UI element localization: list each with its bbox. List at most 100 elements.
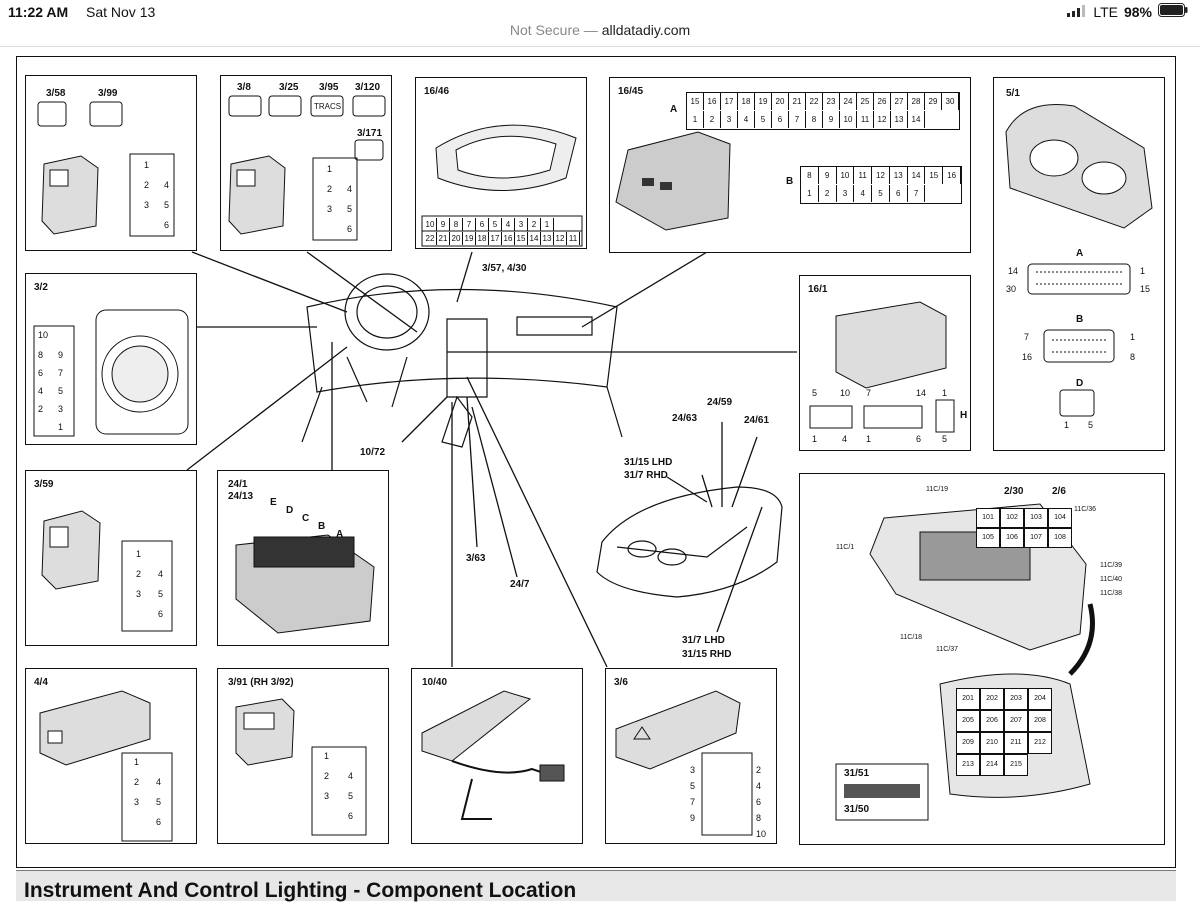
panel-label: 4/4 (34, 677, 48, 688)
fuse-cell: 107 (1024, 528, 1048, 548)
pin-cell: 27 (891, 93, 908, 110)
pin-label: 3 (690, 765, 696, 775)
pin-label: 8 (1130, 352, 1136, 362)
panel-label: 3/25 (279, 82, 299, 93)
pin-cell: 7 (463, 218, 476, 231)
fuse-cell: 201 (956, 688, 980, 710)
pin-label: 1 (1130, 332, 1136, 342)
switch-drawing (37, 101, 175, 237)
panel-3-6: 3/6 3 2 5 4 7 6 9 8 10 (605, 668, 777, 844)
panel-label: 3/91 (RH 3/92) (228, 677, 294, 688)
pin-label: 8 (756, 813, 762, 823)
pin-label: 30 (1006, 284, 1017, 294)
fuse-label: 2/6 (1052, 486, 1066, 497)
pin-label: 3 (324, 791, 330, 801)
pin-cell: 12 (874, 111, 891, 128)
pin-label: 6 (347, 224, 353, 234)
pin-label: 10 (840, 388, 851, 398)
pin-label: 1 (1064, 420, 1070, 430)
pin-cell: 19 (755, 93, 772, 110)
conn-label: 11C/39 (1100, 562, 1123, 569)
headlight-switch-drawing (33, 309, 189, 437)
fuse-cell: 205 (956, 710, 980, 732)
callout-24-63: 24/63 (672, 413, 698, 424)
callout-3-63: 3/63 (466, 553, 486, 564)
switch-drawing (228, 95, 386, 241)
panel-label: 3/120 (355, 82, 381, 93)
pin-label: 4 (842, 434, 848, 444)
conn-label: 11C/37 (936, 646, 959, 653)
pin-label: 9 (58, 350, 64, 360)
pin-cell: 17 (721, 93, 738, 110)
fuse-cell: 206 (980, 710, 1004, 732)
pin-cell: 2 (704, 111, 721, 128)
pin-cell: 13 (891, 111, 908, 128)
pin-label: 2 (756, 765, 762, 775)
pin-cell: 20 (450, 232, 463, 245)
panel-3-58: 3/58 3/99 1 2 3 4 5 6 (25, 75, 197, 251)
pin-label: 1 (866, 434, 872, 444)
callout-24-59: 24/59 (707, 397, 733, 408)
pin-label: 3 (144, 200, 150, 210)
pin-label: 4 (164, 180, 170, 190)
pin-label: 4 (756, 781, 762, 791)
pin-cell: 29 (925, 93, 942, 110)
battery-percent: 98% (1123, 3, 1152, 20)
row-label-b: B (786, 176, 794, 187)
fuse-cell: 212 (1028, 732, 1052, 754)
pin-label: 1 (942, 388, 948, 398)
pin-cell: 5 (489, 218, 502, 231)
pin-label: 5 (164, 200, 170, 210)
pin-label: 5 (942, 434, 948, 444)
pin-cell: 4 (502, 218, 515, 231)
pin-cell: 14 (528, 232, 541, 245)
security-label: Not Secure — (509, 22, 598, 38)
fuse-letter: B (318, 521, 326, 532)
panel-label: 16/45 (618, 86, 644, 97)
pin-label: 6 (38, 368, 44, 378)
fuse-cell: 102 (1000, 508, 1024, 528)
fuse-letter: A (336, 529, 344, 540)
module-drawing (615, 131, 731, 231)
leader-lines (186, 251, 797, 668)
pin-cell: 3 (721, 111, 738, 128)
panel-3-59: 3/59 1 2 3 4 5 6 (25, 470, 197, 646)
pin-cell: 6 (890, 185, 908, 202)
inset-label: 31/51 (844, 768, 870, 779)
pin-cell: 19 (463, 232, 476, 245)
fuse-cell: 202 (980, 688, 1004, 710)
fuse-cell: 210 (980, 732, 1004, 754)
inset-label: 31/50 (844, 804, 870, 815)
conn-label: 11C/36 (1074, 506, 1097, 513)
pin-cell: 3 (837, 185, 855, 202)
diagram-canvas (186, 251, 797, 668)
module-drawing (421, 124, 583, 247)
module-drawing (809, 301, 955, 433)
pin-cell: 13 (890, 167, 908, 184)
callout-10-72: 10/72 (360, 447, 386, 458)
status-time: 11:22 AM (8, 4, 69, 20)
pin-label: 1 (1140, 266, 1146, 276)
pin-label: 4 (348, 771, 354, 781)
pin-cell: 23 (823, 93, 840, 110)
pin-label: 4 (156, 777, 162, 787)
panel-16-1: 16/1 5 10 7 14 1 1 4 1 6 5 H (799, 275, 971, 451)
pin-label: 4 (158, 569, 164, 579)
switch-drawing (41, 510, 173, 632)
pin-cell: 10 (837, 167, 855, 184)
pin-cell: 15 (515, 232, 528, 245)
pin-cell: 1 (541, 218, 554, 231)
dashboard-sketch (301, 273, 623, 448)
address-bar[interactable]: Not Secure — alldatadiy.com (0, 22, 1200, 47)
car-sketch (596, 486, 783, 598)
pin-label: 5 (1088, 420, 1094, 430)
hazard-switch-drawing (615, 690, 753, 836)
pin-label: 5 (158, 589, 164, 599)
pin-label: 3 (136, 589, 142, 599)
panel-label: 3/2 (34, 282, 48, 293)
pin-label: 2 (324, 771, 330, 781)
tracs-label: TRACS (314, 102, 342, 111)
